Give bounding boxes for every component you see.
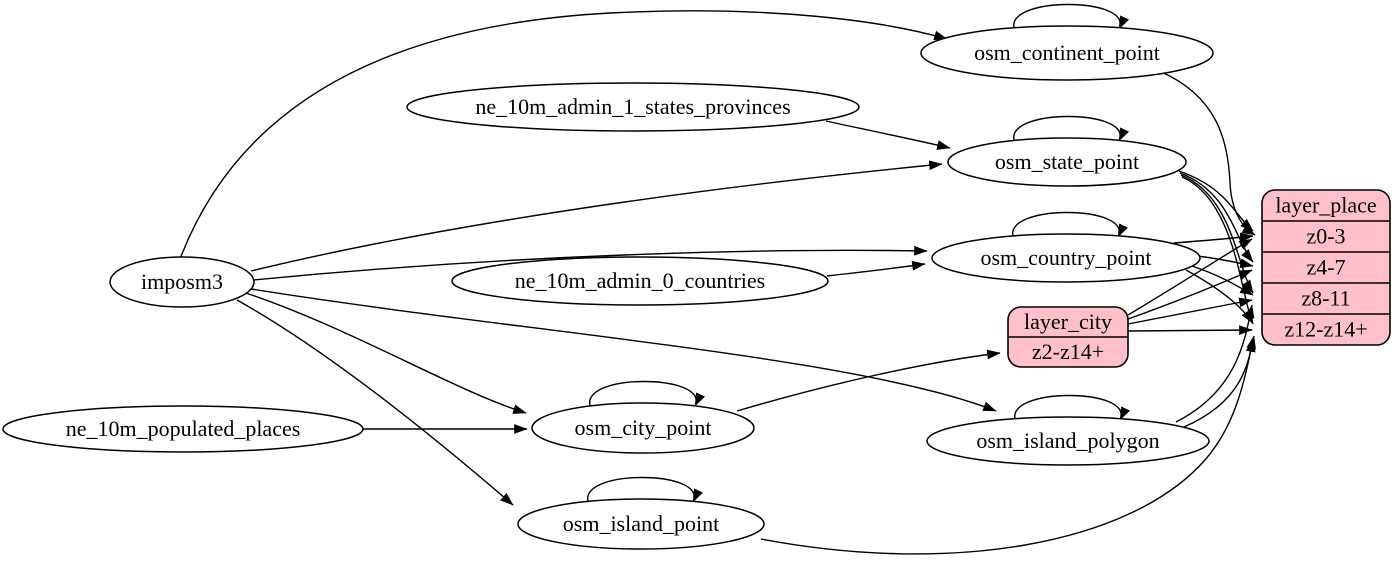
node-imposm3: imposm3 — [109, 256, 255, 308]
self-loop-osm_country_point — [1012, 211, 1128, 240]
ne_10m_admin_0_countries-label: ne_10m_admin_0_countries — [515, 268, 766, 293]
node-ne_10m_admin_1_states_provinces: ne_10m_admin_1_states_provinces — [406, 82, 860, 132]
self-loop-osm_island_point — [587, 476, 703, 505]
ne_10m_populated_places-shape — [2, 405, 364, 453]
edge-imposm3-to-osm_island_point — [236, 299, 514, 506]
node-osm_country_point: osm_country_point — [931, 233, 1201, 283]
edge-layer_city-to-layer_place:z0-3 — [1127, 238, 1253, 316]
edge-osm_island_polygon-to-layer_place:z8-11 — [1175, 304, 1255, 423]
edge-layer_city-to-layer_place:z4-7 — [1127, 269, 1253, 320]
osm_state_point-label: osm_state_point — [995, 149, 1139, 174]
layer_city-title: layer_city — [1024, 309, 1112, 334]
ne_10m_admin_1_states_provinces-label: ne_10m_admin_1_states_provinces — [475, 94, 790, 119]
edge-osm_country_point-to-layer_place:z4-7 — [1196, 255, 1254, 269]
edge-osm_country_point-to-layer_place:z12-z14+ — [1185, 269, 1254, 324]
edge-osm_state_point-to-layer_place:z4-7 — [1179, 172, 1254, 263]
record-layer_city: layer_city z2-z14+ — [1007, 306, 1129, 368]
self-loop-osm_state_point — [1013, 115, 1129, 144]
layer_place-row-z4-7: z4-7 — [1306, 255, 1345, 280]
osm_city_point-label: osm_city_point — [575, 415, 712, 440]
edge-osm_island_point-to-layer_place:z12-z14+ — [760, 335, 1256, 555]
layer_place-row-z8-11: z8-11 — [1301, 286, 1350, 311]
osm_city_point-shape — [531, 402, 755, 454]
edge-osm_city_point-to-layer_city:z2-z14+ — [736, 349, 1001, 412]
edge-imposm3-to-osm_continent_point — [179, 10, 948, 260]
node-osm_city_point: osm_city_point — [531, 402, 755, 454]
record-tables-layer: layer_city z2-z14+ layer_place z0-3 z4-7 z8-1… — [1007, 189, 1391, 368]
edge-layer_city-to-layer_place:z8-11 — [1127, 297, 1253, 325]
osm_continent_point-shape — [920, 25, 1214, 81]
edge-ne_10m_admin_0_countries-to-osm_country_point — [826, 260, 926, 277]
self-loops-layer — [587, 3, 1130, 505]
node-ne_10m_populated_places: ne_10m_populated_places — [2, 405, 364, 453]
osm_island_point-label: osm_island_point — [563, 511, 719, 536]
edge-imposm3-to-osm_city_point — [245, 292, 527, 414]
edge-imposm3-to-osm_island_polygon — [250, 288, 997, 412]
edge-osm_country_point-to-layer_place:z0-3 — [1173, 232, 1254, 244]
layer_place-row-z12-z14+: z12-z14+ — [1284, 317, 1367, 342]
self-loop-osm_city_point — [589, 380, 705, 409]
edges-layer — [179, 10, 1256, 555]
osm_island_point-shape — [517, 498, 765, 550]
node-osm_continent_point: osm_continent_point — [920, 25, 1214, 81]
imposm3-shape — [109, 256, 255, 308]
edge-osm_country_point-to-layer_place:z8-11 — [1191, 265, 1254, 296]
edge-imposm3-to-osm_country_point — [252, 245, 928, 281]
node-osm_island_point: osm_island_point — [517, 498, 765, 550]
ne_10m_populated_places-label: ne_10m_populated_places — [66, 416, 301, 441]
osm_state_point-shape — [947, 137, 1187, 187]
osm_island_polygon-label: osm_island_polygon — [976, 428, 1159, 453]
layer_place-title: layer_place — [1275, 193, 1376, 218]
edge-ne_10m_admin_1_states_provinces-to-osm_state_point — [825, 120, 951, 150]
osm_island_polygon-shape — [926, 416, 1210, 466]
record-layer_place: layer_place z0-3 z4-7 z8-11 z12-z14+ — [1261, 189, 1391, 346]
edge-osm_state_point-to-layer_place:z8-11 — [1180, 174, 1254, 294]
self-loop-osm_continent_point — [1013, 3, 1129, 32]
edge-osm_state_point-to-layer_place:z0-3 — [1178, 170, 1254, 232]
ne_10m_admin_0_countries-shape — [451, 256, 829, 306]
node-osm_island_polygon: osm_island_polygon — [926, 416, 1210, 466]
layer_city-row-z2-z14+: z2-z14+ — [1032, 339, 1104, 364]
node-osm_state_point: osm_state_point — [947, 137, 1187, 187]
osm_country_point-shape — [931, 233, 1201, 283]
self-loop-osm_island_polygon — [1014, 394, 1130, 423]
layer_place-box — [1261, 189, 1391, 346]
osm_continent_point-label: osm_continent_point — [974, 40, 1160, 65]
node-ne_10m_admin_0_countries: ne_10m_admin_0_countries — [451, 256, 829, 306]
ne_10m_admin_1_states_provinces-shape — [406, 82, 860, 132]
imposm3-label: imposm3 — [141, 269, 223, 294]
edge-layer_city-to-layer_place:z12-z14+ — [1127, 325, 1253, 336]
osm_country_point-label: osm_country_point — [980, 245, 1151, 270]
nodes-layer: imposm3 ne_10m_admin_1_states_provincesne… — [2, 25, 1214, 550]
layer_place-row-z0-3: z0-3 — [1306, 224, 1345, 249]
edge-imposm3-to-osm_state_point — [250, 160, 943, 272]
